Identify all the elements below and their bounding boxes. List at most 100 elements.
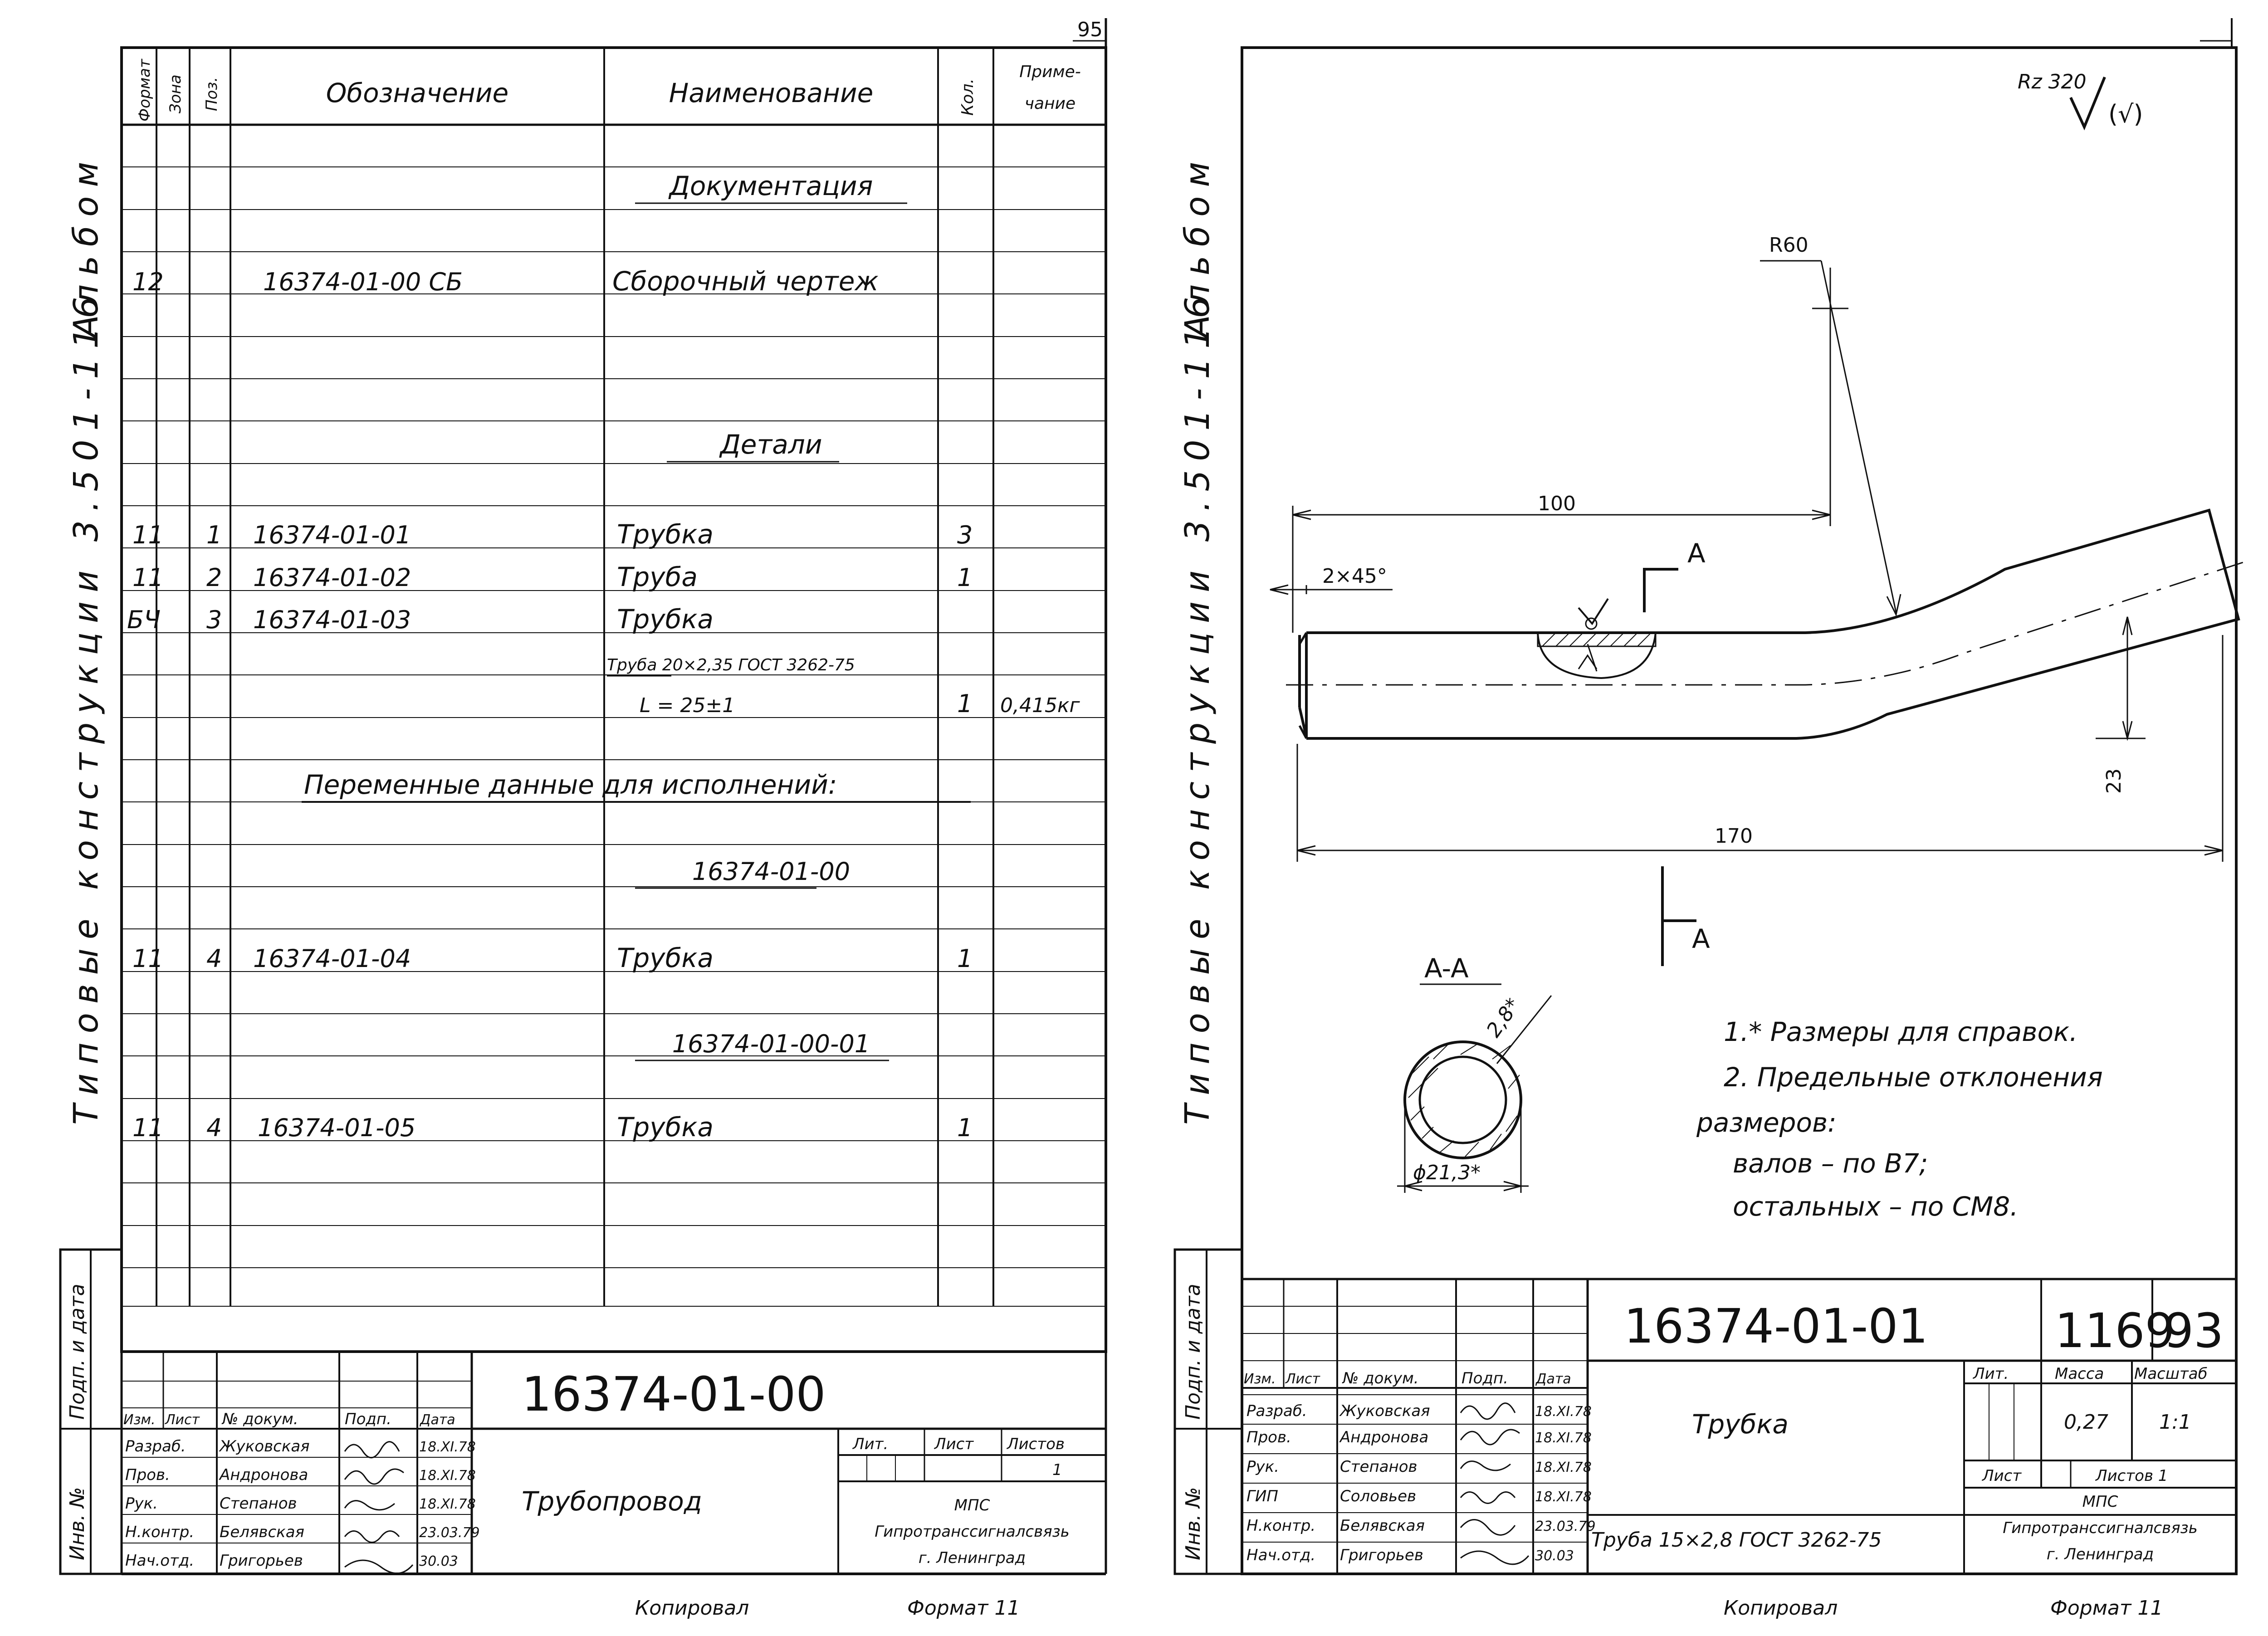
dim-100: 100 [1538,492,1576,515]
right-role-4: ГИП [1246,1487,1278,1505]
left-date-1: 18.XI.78 [419,1439,476,1455]
bottom-left-copied: Копировал [635,1597,749,1620]
variable-data-header: Переменные данные для исполнений: [304,769,837,800]
note-1: 1.* Размеры для справок. [1724,1016,2077,1047]
variant2-code: 16374-01-00-01 [672,1030,870,1058]
right-date-3: 18.XI.78 [1535,1460,1592,1475]
right-org-1: МПС [2082,1493,2118,1511]
right-role-5: Н.контр. [1246,1517,1315,1535]
right-album-no: 1169 [2055,1303,2175,1358]
header-zone: Зона [166,74,185,113]
right-name-3: Степанов [1340,1458,1418,1476]
row3-designation: 16374-01-03 [253,606,411,634]
row2-qty: 1 [957,563,973,592]
row3-format: БЧ [127,606,161,634]
right-title-block: Изм. Лист № докум. Подп. Дата Разраб. Жу… [1242,1278,2236,1574]
section-mark-bottom: A [1692,923,1710,954]
pipe-length-note: 0,415кг [1000,694,1080,717]
note-4: валов – по В7; [1733,1148,1928,1179]
left-hdr-izm: Изм. [123,1412,156,1428]
left-sheet: Лист [934,1435,974,1453]
left-date-2: 18.XI.78 [419,1468,476,1484]
variant2-qty: 1 [957,1113,973,1142]
right-page-no: 93 [2164,1303,2224,1358]
variant1-format: 11 [132,944,164,973]
section-view [1397,983,1552,1193]
side-series-right: Типовые конструкции 3.501-116 [1178,288,1217,1125]
left-hdr-date: Дата [419,1412,455,1428]
left-role-5: Нач.отд. [125,1552,194,1570]
right-scale-value: 1:1 [2159,1411,2191,1434]
header-note-1: Приме- [1019,63,1081,81]
side-album-right: Альбом [1178,153,1217,340]
left-role-3: Рук. [125,1494,158,1513]
row2-format: 11 [132,563,164,592]
row-sb-format: 12 [132,268,164,296]
section-parts: Детали [719,429,822,460]
right-name-6: Григорьев [1340,1546,1423,1564]
right-scale: Масштаб [2134,1365,2208,1383]
row1-name: Трубка [617,519,714,550]
left-org-3: г. Ленинград [919,1549,1026,1567]
left-hdr-docnum: № докум. [221,1410,298,1428]
variant1-designation: 16374-01-04 [253,944,411,973]
left-corner-number: 95 [1077,18,1103,41]
dim-23: 23 [2102,768,2126,794]
header-qty: Кол. [958,78,977,116]
right-title: Трубка [1692,1409,1789,1440]
row1-pos: 1 [206,521,222,549]
left-name-4: Белявская [220,1523,304,1541]
drawing-notes: 1.* Размеры для справок. 2. Предельные о… [1696,1016,2103,1222]
right-org-3: г. Ленинград [2047,1545,2154,1563]
dim-chamfer: 2×45° [1322,565,1387,588]
variant2-name: Трубка [617,1112,714,1143]
right-hdr-date: Дата [1535,1371,1571,1387]
row-sb-name: Сборочный чертеж [612,266,879,297]
variant2-pos: 4 [206,1113,222,1142]
left-sheet: 95 [59,18,1107,1575]
right-lit: Лит. [1972,1365,2009,1383]
right-sheet: Лист [1981,1467,2022,1485]
left-sheets: Листов [1006,1435,1065,1453]
row1-format: 11 [132,521,164,549]
note-3: размеров: [1696,1107,1837,1138]
right-sheets: Листов 1 [2095,1467,2168,1485]
header-pos: Поз. [203,77,221,111]
section-label: A-A [1424,953,1469,984]
right-name-4: Соловьев [1340,1487,1416,1505]
header-name: Наименование [669,78,874,108]
side-inv-right: Инв. № [1182,1487,1205,1560]
left-role-1: Разраб. [125,1437,186,1455]
right-sheet: Альбом Типовые конструкции 3.501-116 Под… [1173,18,2250,1575]
left-title-block: Изм. Лист № докум. Подп. Дата Разраб. Жу… [122,1350,1106,1575]
left-date-3: 18.XI.78 [419,1496,476,1512]
right-designation: 16374-01-01 [1624,1299,1928,1354]
dim-170: 170 [1715,825,1753,848]
side-sign-right: Подп. и дата [1182,1284,1205,1420]
right-name-5: Белявская [1340,1517,1425,1535]
right-mass: Масса [2055,1365,2104,1383]
row2-pos: 2 [206,563,222,592]
section-wall: 2,8* [1482,994,1525,1042]
section-diameter: ϕ21,3* [1413,1161,1481,1184]
row2-name: Труба [617,562,698,592]
right-org-2: Гипротранссигналсвязь [2003,1519,2198,1537]
right-signatures [1460,1402,1530,1565]
right-name-2: Андронова [1339,1428,1428,1446]
note-2: 2. Предельные отклонения [1724,1062,2103,1093]
left-name-1: Жуковская [219,1437,310,1455]
pipe-length: L = 25±1 [640,694,735,717]
right-hdr-docnum: № докум. [1342,1369,1419,1387]
header-format: Формат [136,59,154,122]
pipe-spec: Труба 20×2,35 ГОСТ 3262-75 [607,656,855,674]
row1-designation: 16374-01-01 [253,521,411,549]
right-mass-value: 0,27 [2064,1411,2108,1434]
variant1-qty: 1 [957,944,973,973]
variant2-format: 11 [132,1113,164,1142]
bottom-right-copied: Копировал [1724,1597,1838,1620]
left-org-1: МПС [954,1496,990,1514]
row2-designation: 16374-01-02 [253,563,411,592]
left-role-2: Пров. [125,1466,170,1484]
right-name-1: Жуковская [1339,1402,1430,1420]
